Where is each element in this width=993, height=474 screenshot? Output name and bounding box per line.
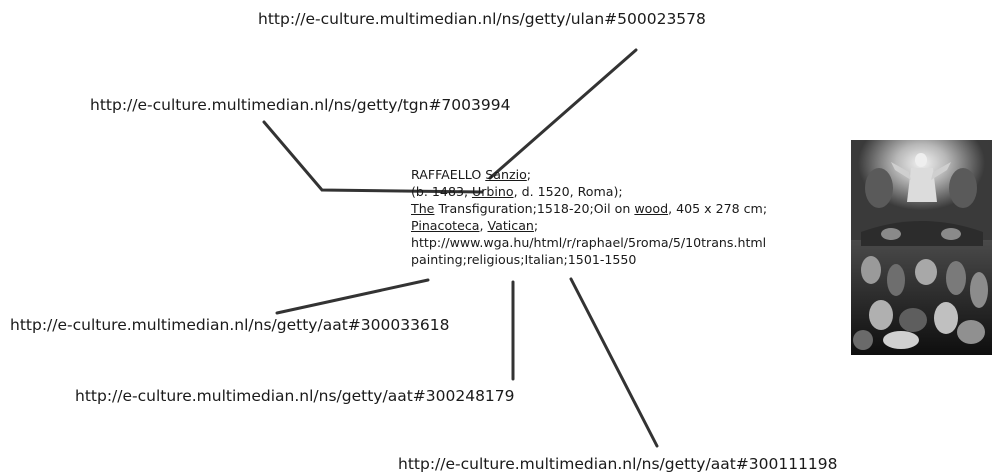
- city-link: Vatican: [487, 218, 534, 233]
- painting-thumbnail: [851, 140, 992, 355]
- death-text: , d. 1520, Roma);: [513, 184, 623, 199]
- transfiguration-image: [851, 140, 992, 355]
- connector-aat-300111198: [569, 277, 659, 448]
- record-line-artist: RAFFAELLO Sanzio;: [411, 166, 767, 183]
- title-article: The: [411, 201, 435, 216]
- uri-label-aat-300033618: http://e-culture.multimedian.nl/ns/getty…: [10, 316, 450, 334]
- museum-link: Pinacoteca: [411, 218, 480, 233]
- birth-text: (b. 1483,: [411, 184, 472, 199]
- title-text: Transfiguration;1518-20;Oil on: [434, 201, 635, 216]
- record-line-url: http://www.wga.hu/html/r/raphael/5roma/5…: [411, 235, 767, 250]
- artist-punct: ;: [526, 167, 532, 182]
- uri-label-aat-300111198: http://e-culture.multimedian.nl/ns/getty…: [398, 455, 838, 473]
- record-line-dates: (b. 1483, Urbino, d. 1520, Roma);: [411, 183, 767, 200]
- location-punct: ;: [533, 218, 539, 233]
- uri-label-tgn: http://e-culture.multimedian.nl/ns/getty…: [90, 96, 511, 114]
- uri-label-aat-300248179: http://e-culture.multimedian.nl/ns/getty…: [75, 387, 515, 405]
- connector-aat-300033618: [275, 278, 430, 315]
- connector-tgn: [262, 120, 484, 194]
- record-line-location: Pinacoteca, Vatican;: [411, 217, 767, 234]
- connector-ulan: [488, 48, 638, 180]
- record-line-title: The Transfiguration;1518-20;Oil on wood,…: [411, 200, 767, 217]
- artist-surname-link: Sanzio: [485, 167, 527, 182]
- uri-label-ulan: http://e-culture.multimedian.nl/ns/getty…: [258, 10, 706, 28]
- birthplace-link: Urbino: [471, 184, 514, 199]
- record-line-keywords: painting;religious;Italian;1501-1550: [411, 252, 637, 267]
- artist-name: RAFFAELLO: [411, 167, 486, 182]
- dimensions-text: , 405 x 278 cm;: [668, 201, 768, 216]
- material-link: wood: [634, 201, 669, 216]
- artwork-record: RAFFAELLO Sanzio; (b. 1483, Urbino, d. 1…: [411, 166, 767, 268]
- location-sep: ,: [479, 218, 488, 233]
